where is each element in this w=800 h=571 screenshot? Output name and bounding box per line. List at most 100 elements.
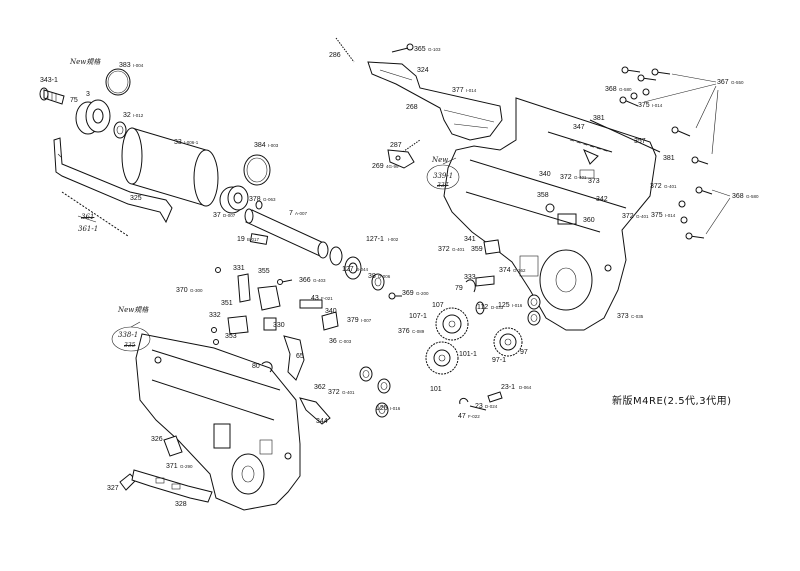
part-number-label: 351 <box>221 300 233 307</box>
part-number-label: 369 <box>402 290 414 297</box>
circled-339-1: 339-1 <box>433 172 454 180</box>
part-number-label: 330 <box>273 322 285 329</box>
part-number-label: 32 <box>123 112 131 119</box>
part-number-label: 340 <box>325 308 337 315</box>
part-code-label: G-580 <box>746 194 759 199</box>
part-number-label: 353 <box>225 333 237 340</box>
part-code-label: I-003 <box>268 143 279 148</box>
part-code-label: G-401 <box>574 175 587 180</box>
bearings-125-left <box>359 366 391 418</box>
rail-347 <box>547 131 613 153</box>
part-code-label: I-002 <box>388 237 399 242</box>
washers-375 <box>630 88 688 224</box>
part-number-label: 372 <box>650 183 662 190</box>
part-code-label: 4G-99 <box>386 164 399 169</box>
part-number-label: 3 <box>86 91 90 98</box>
part-number-label: 19 <box>237 236 245 243</box>
bearings-125 <box>527 294 541 326</box>
part-code-label: G-290 <box>180 464 193 469</box>
piston-head <box>75 99 111 135</box>
part-code-label: G-401 <box>664 184 677 189</box>
part-code-label: F-022 <box>468 414 480 419</box>
part-number-label: 127-1 <box>366 236 384 243</box>
part-number-label: 325 <box>130 195 142 202</box>
o-ring-384 <box>243 154 271 186</box>
part-number-label: 327 <box>107 485 119 492</box>
part-number-label: 75 <box>70 97 78 104</box>
handwritten-circle-338-1 <box>111 321 151 352</box>
part-number-label: 333 <box>464 274 476 281</box>
nozzle-378 <box>255 200 263 210</box>
part-number-label: 125 <box>498 302 510 309</box>
part-number-label: 127 <box>342 266 354 273</box>
piston-head-screw <box>39 87 65 105</box>
screw-365 <box>391 43 414 53</box>
diagram-title: 新版M4RE(2.5代,3代用) <box>612 396 732 407</box>
part-number-label: 375 <box>651 212 663 219</box>
part-number-label: 37 <box>213 212 221 219</box>
part-number-label: 97-1 <box>492 357 507 364</box>
part-code-label: F-021 <box>321 296 333 301</box>
part-number-label: 23-1 <box>501 384 516 391</box>
part-number-label: 107 <box>432 302 444 309</box>
part-number-label: 38 <box>368 273 376 280</box>
pins-23 <box>459 391 503 411</box>
note-new-mid: New <box>432 156 449 164</box>
part-code-label: G-103 <box>428 47 441 52</box>
o-ring-383 <box>105 68 131 96</box>
charging-handle-268 <box>367 61 503 141</box>
part-code-label: D-007 <box>223 213 236 218</box>
part-number-label: 372 <box>328 389 340 396</box>
cylinder-head-37 <box>219 185 249 214</box>
part-number-label: 269 <box>372 163 384 170</box>
part-number-label: 357 <box>634 138 646 145</box>
strike-361 <box>77 215 97 223</box>
part-code-label: I-006-1 <box>184 140 199 145</box>
part-number-label: 365 <box>414 46 426 53</box>
note-new-spec-top: New規格 <box>70 58 101 66</box>
part-number-label: 368 <box>732 193 744 200</box>
part-code-label: G-063 <box>263 197 276 202</box>
part-code-label: B-017 <box>247 237 260 242</box>
part-number-label: 341 <box>464 236 476 243</box>
part-code-label: D-064 <box>519 385 532 390</box>
part-number-label: 80 <box>252 363 260 370</box>
part-326 <box>163 435 183 457</box>
cylinder-washer-32 <box>113 121 127 139</box>
part-number-label: 65 <box>296 353 304 360</box>
part-code-label: I-014 <box>466 88 477 93</box>
bushing-127-1 <box>329 246 343 266</box>
part-code-label: I-014 <box>652 103 663 108</box>
part-code-label: G-401 <box>452 247 465 252</box>
part-number-label: 79 <box>455 285 463 292</box>
part-number-label: 97 <box>520 349 528 356</box>
cylinder-33 <box>121 127 219 207</box>
note-new-spec-left: New規格 <box>118 306 149 314</box>
part-code-label: D-033 <box>491 305 504 310</box>
part-number-label: 373 <box>617 313 629 320</box>
tappet-parts-333 <box>475 275 495 287</box>
part-number-label: 287 <box>390 142 402 149</box>
part-number-label: 286 <box>329 52 341 59</box>
part-number-label: 383 <box>119 62 131 69</box>
part-code-label: I-012 <box>133 113 144 118</box>
part-number-label: 23 <box>475 403 483 410</box>
part-number-label: 33 <box>174 139 182 146</box>
part-code-label: I-007 <box>361 318 372 323</box>
spring-361 <box>61 191 129 237</box>
part-number-label: 101-1 <box>459 351 477 358</box>
spur-gear-101 <box>425 341 459 375</box>
part-code-label: A-007 <box>295 211 308 216</box>
part-code-label: D-006 <box>378 274 391 279</box>
spring-79 <box>465 279 476 293</box>
part-number-label: 372 <box>438 246 450 253</box>
part-number-label: 326 <box>151 436 163 443</box>
part-number-label: 268 <box>406 104 418 111</box>
part-code-label: G-200 <box>416 291 429 296</box>
part-number-label: 370 <box>176 287 188 294</box>
part-number-label: 384 <box>254 142 266 149</box>
part-number-label: 372 <box>560 174 572 181</box>
part-number-label: 331 <box>233 265 245 272</box>
struck-361: 361 <box>81 213 95 221</box>
